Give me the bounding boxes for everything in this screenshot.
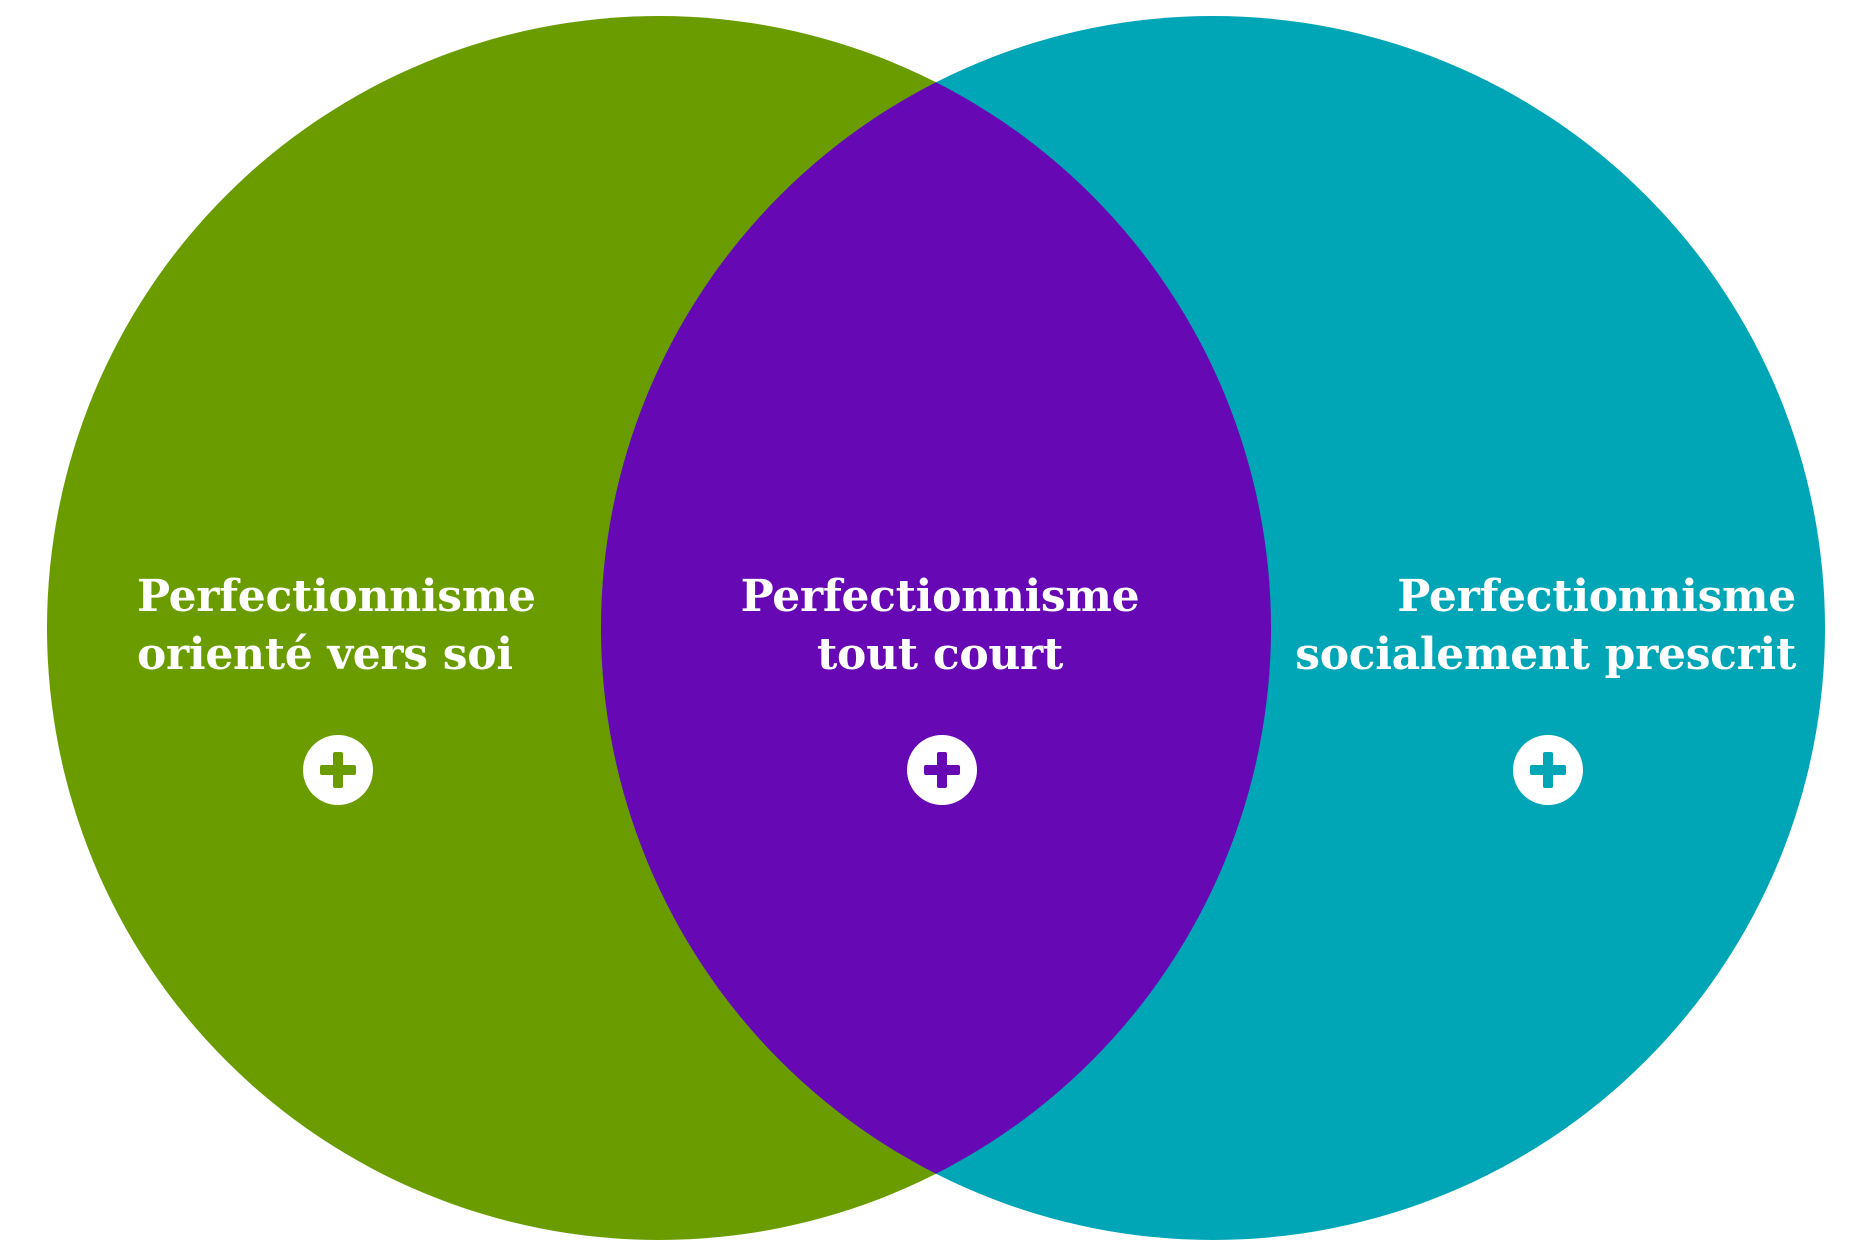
label-self-oriented: Perfectionnisme orienté vers soi	[137, 568, 536, 684]
label-perfectionism-overall: Perfectionnisme tout court	[741, 568, 1140, 684]
label-right-line2: socialement prescrit	[1295, 629, 1796, 680]
label-left-line2: orienté vers soi	[137, 629, 513, 680]
overlap-region	[601, 16, 1271, 1240]
label-socially-prescribed: Perfectionnisme socialement prescrit	[1295, 568, 1796, 684]
label-left-line1: Perfectionnisme	[137, 571, 536, 622]
expand-socially-prescribed-button[interactable]	[1513, 735, 1583, 805]
label-center-line1: Perfectionnisme	[740, 571, 1140, 622]
expand-overall-button[interactable]	[907, 735, 977, 805]
expand-self-oriented-button[interactable]	[303, 735, 373, 805]
label-right-line1: Perfectionnisme	[1397, 571, 1796, 622]
label-center-line2: tout court	[817, 629, 1063, 680]
